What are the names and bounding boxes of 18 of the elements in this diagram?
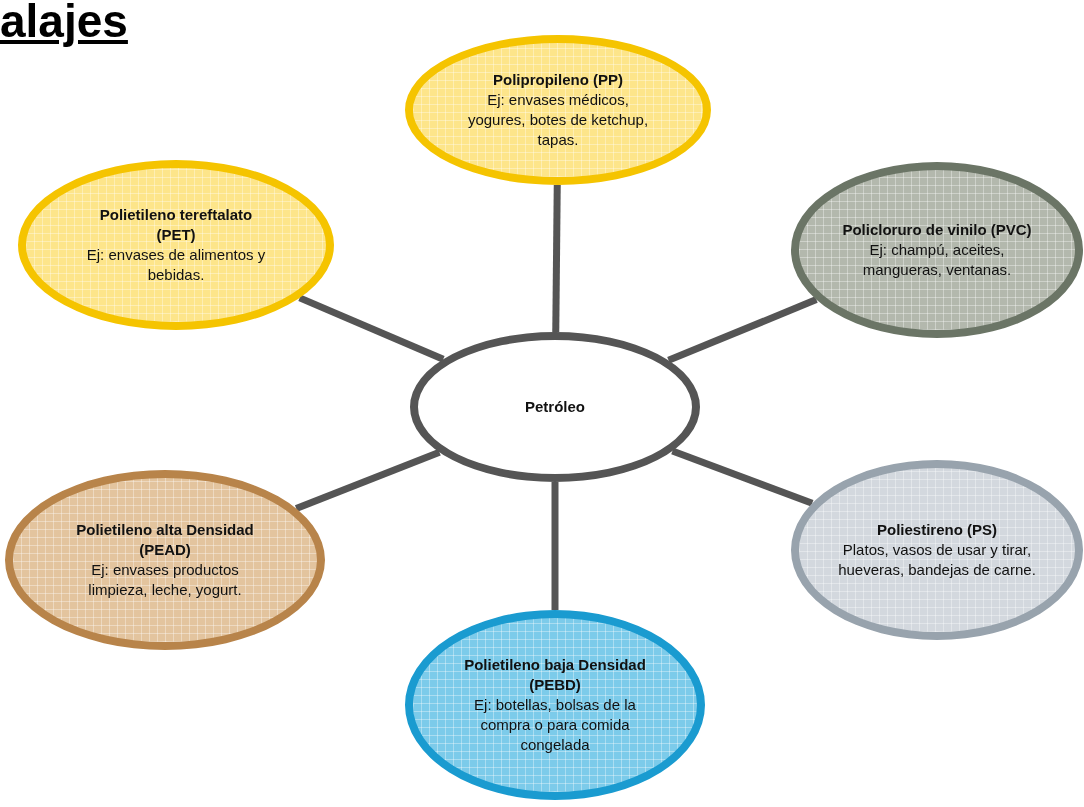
node-heading: Polietileno baja Densidad (PEBD) bbox=[463, 655, 647, 695]
node-heading: Polietileno alta Densidad (PEAD) bbox=[75, 520, 255, 560]
node-text: Platos, vasos de usar y tirar, hueveras, bandejas de carne. bbox=[837, 540, 1037, 580]
title: alajes bbox=[0, 0, 128, 48]
node-text: Ej: envases productos limpieza, leche, yogurt. bbox=[87, 560, 243, 600]
node-heading: Polietileno tereftalato (PET) bbox=[98, 205, 254, 245]
node-heading: Petróleo bbox=[525, 397, 585, 417]
node-text: Ej: envases médicos, yogures, botes de ketchup, tapas. bbox=[466, 90, 650, 150]
connector-line bbox=[298, 294, 445, 363]
connector-line bbox=[294, 449, 441, 512]
node-heading: Policloruro de vinilo (PVC) bbox=[842, 220, 1032, 240]
node-text: Ej: envases de alimentos y bebidas. bbox=[85, 245, 267, 285]
node-text: Ej: champú, aceites, mangueras, ventanas. bbox=[861, 240, 1013, 280]
node-heading: Polipropileno (PP) bbox=[493, 70, 623, 90]
connector-line bbox=[551, 482, 559, 610]
node-text: Ej: botellas, bolsas de la compra o para comida congelada bbox=[473, 695, 637, 755]
node-heading: Poliestireno (PS) bbox=[877, 520, 997, 540]
connector-line bbox=[552, 184, 561, 333]
